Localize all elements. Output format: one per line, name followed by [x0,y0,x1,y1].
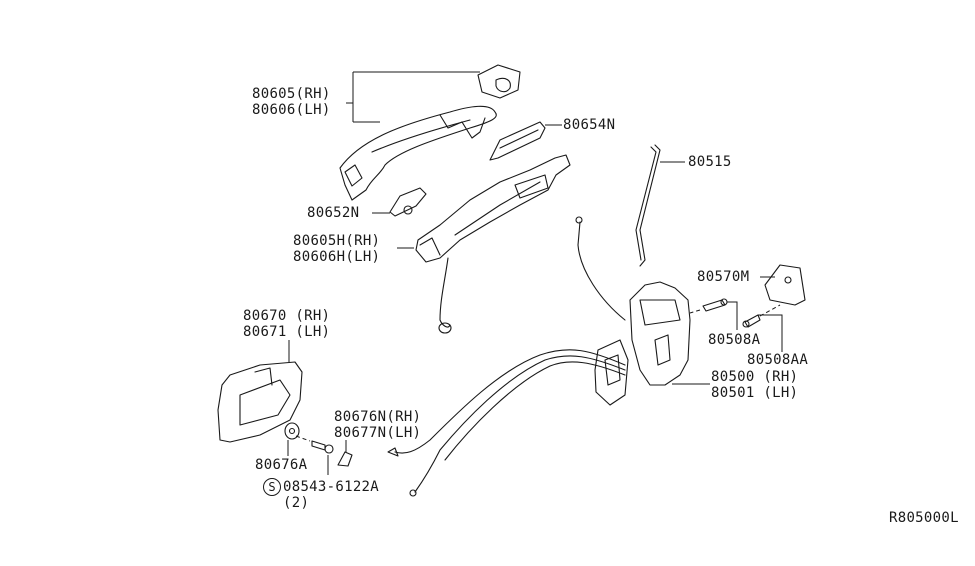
callout-striker-text: 80570M [697,269,750,285]
callout-handle-bracket: 80605H(RH)80606H(LH) [293,233,380,265]
rod-drawing [635,144,661,267]
leader-outside-handle [346,71,480,123]
reference-code-text: R805000L [889,510,959,526]
reference-code: R805000L [889,510,959,526]
callout-cap-lh: 80677N(LH) [334,425,422,441]
escutcheon-drawing [389,187,427,217]
callout-handle-bracket-rh: 80605H(RH) [293,233,381,249]
callout-outside-handle: 80605(RH)80606(LH) [252,86,331,118]
screw-std-drawing [295,435,334,454]
callout-handle-cover: 80654N [563,117,615,133]
callout-screw-std-part: 08543-6122A [283,479,380,495]
callout-rod: 80515 [688,154,732,170]
inside-handle-drawing [217,361,303,443]
callout-screw-aa: 80508AA [747,352,808,368]
callout-cap-rh: 80676N(RH) [334,409,422,425]
leader-screw-aa [758,314,783,352]
callout-inside-handle-lh: 80671 (LH) [243,324,331,340]
callout-screw-a-text: 80508A [708,332,761,348]
callout-striker: 80570M [697,269,749,285]
callout-screw-a: 80508A [708,332,760,348]
callout-handle-bracket-lh: 80606H(LH) [293,249,381,265]
handle-bracket-drawing [415,154,571,334]
leader-screw-a [727,301,738,330]
callout-outside-handle-lh: 80606(LH) [252,102,331,118]
callout-washer-text: 80676A [255,457,308,473]
callout-handle-cover-text: 80654N [563,117,616,133]
inside-handle-cap-drawing [337,451,353,467]
washer-drawing [284,422,300,440]
callout-actuator-rh: 80500 (RH) [711,369,799,385]
callout-escutcheon: 80652N [307,205,359,221]
standard-part-symbol: S [268,480,276,494]
callout-escutcheon-text: 80652N [307,205,360,221]
callout-actuator-lh: 80501 (LH) [711,385,799,401]
cables-lower [387,349,626,497]
callout-inside-handle-rh: 80670 (RH) [243,308,331,324]
callout-actuator: 80500 (RH)80501 (LH) [711,369,798,401]
callout-inside-handle: 80670 (RH)80671 (LH) [243,308,330,340]
callout-screw-std: 08543-6122A(2) [283,479,379,511]
callout-rod-text: 80515 [688,154,732,170]
striker-drawing [764,264,806,306]
cable-upper [577,221,626,321]
callout-washer: 80676A [255,457,307,473]
screws-drawing [689,298,781,328]
callout-screw-std-qty: (2) [283,495,310,511]
outside-door-handle-drawing [339,64,521,201]
door-lock-actuator-drawing [594,281,691,406]
callout-inside-handle-cap: 80676N(RH)80677N(LH) [334,409,421,441]
callout-screw-aa-text: 80508AA [747,352,809,368]
callout-outside-handle-rh: 80605(RH) [252,86,331,102]
standard-part-s-icon: S [263,478,281,496]
handle-cover-drawing [489,121,546,161]
